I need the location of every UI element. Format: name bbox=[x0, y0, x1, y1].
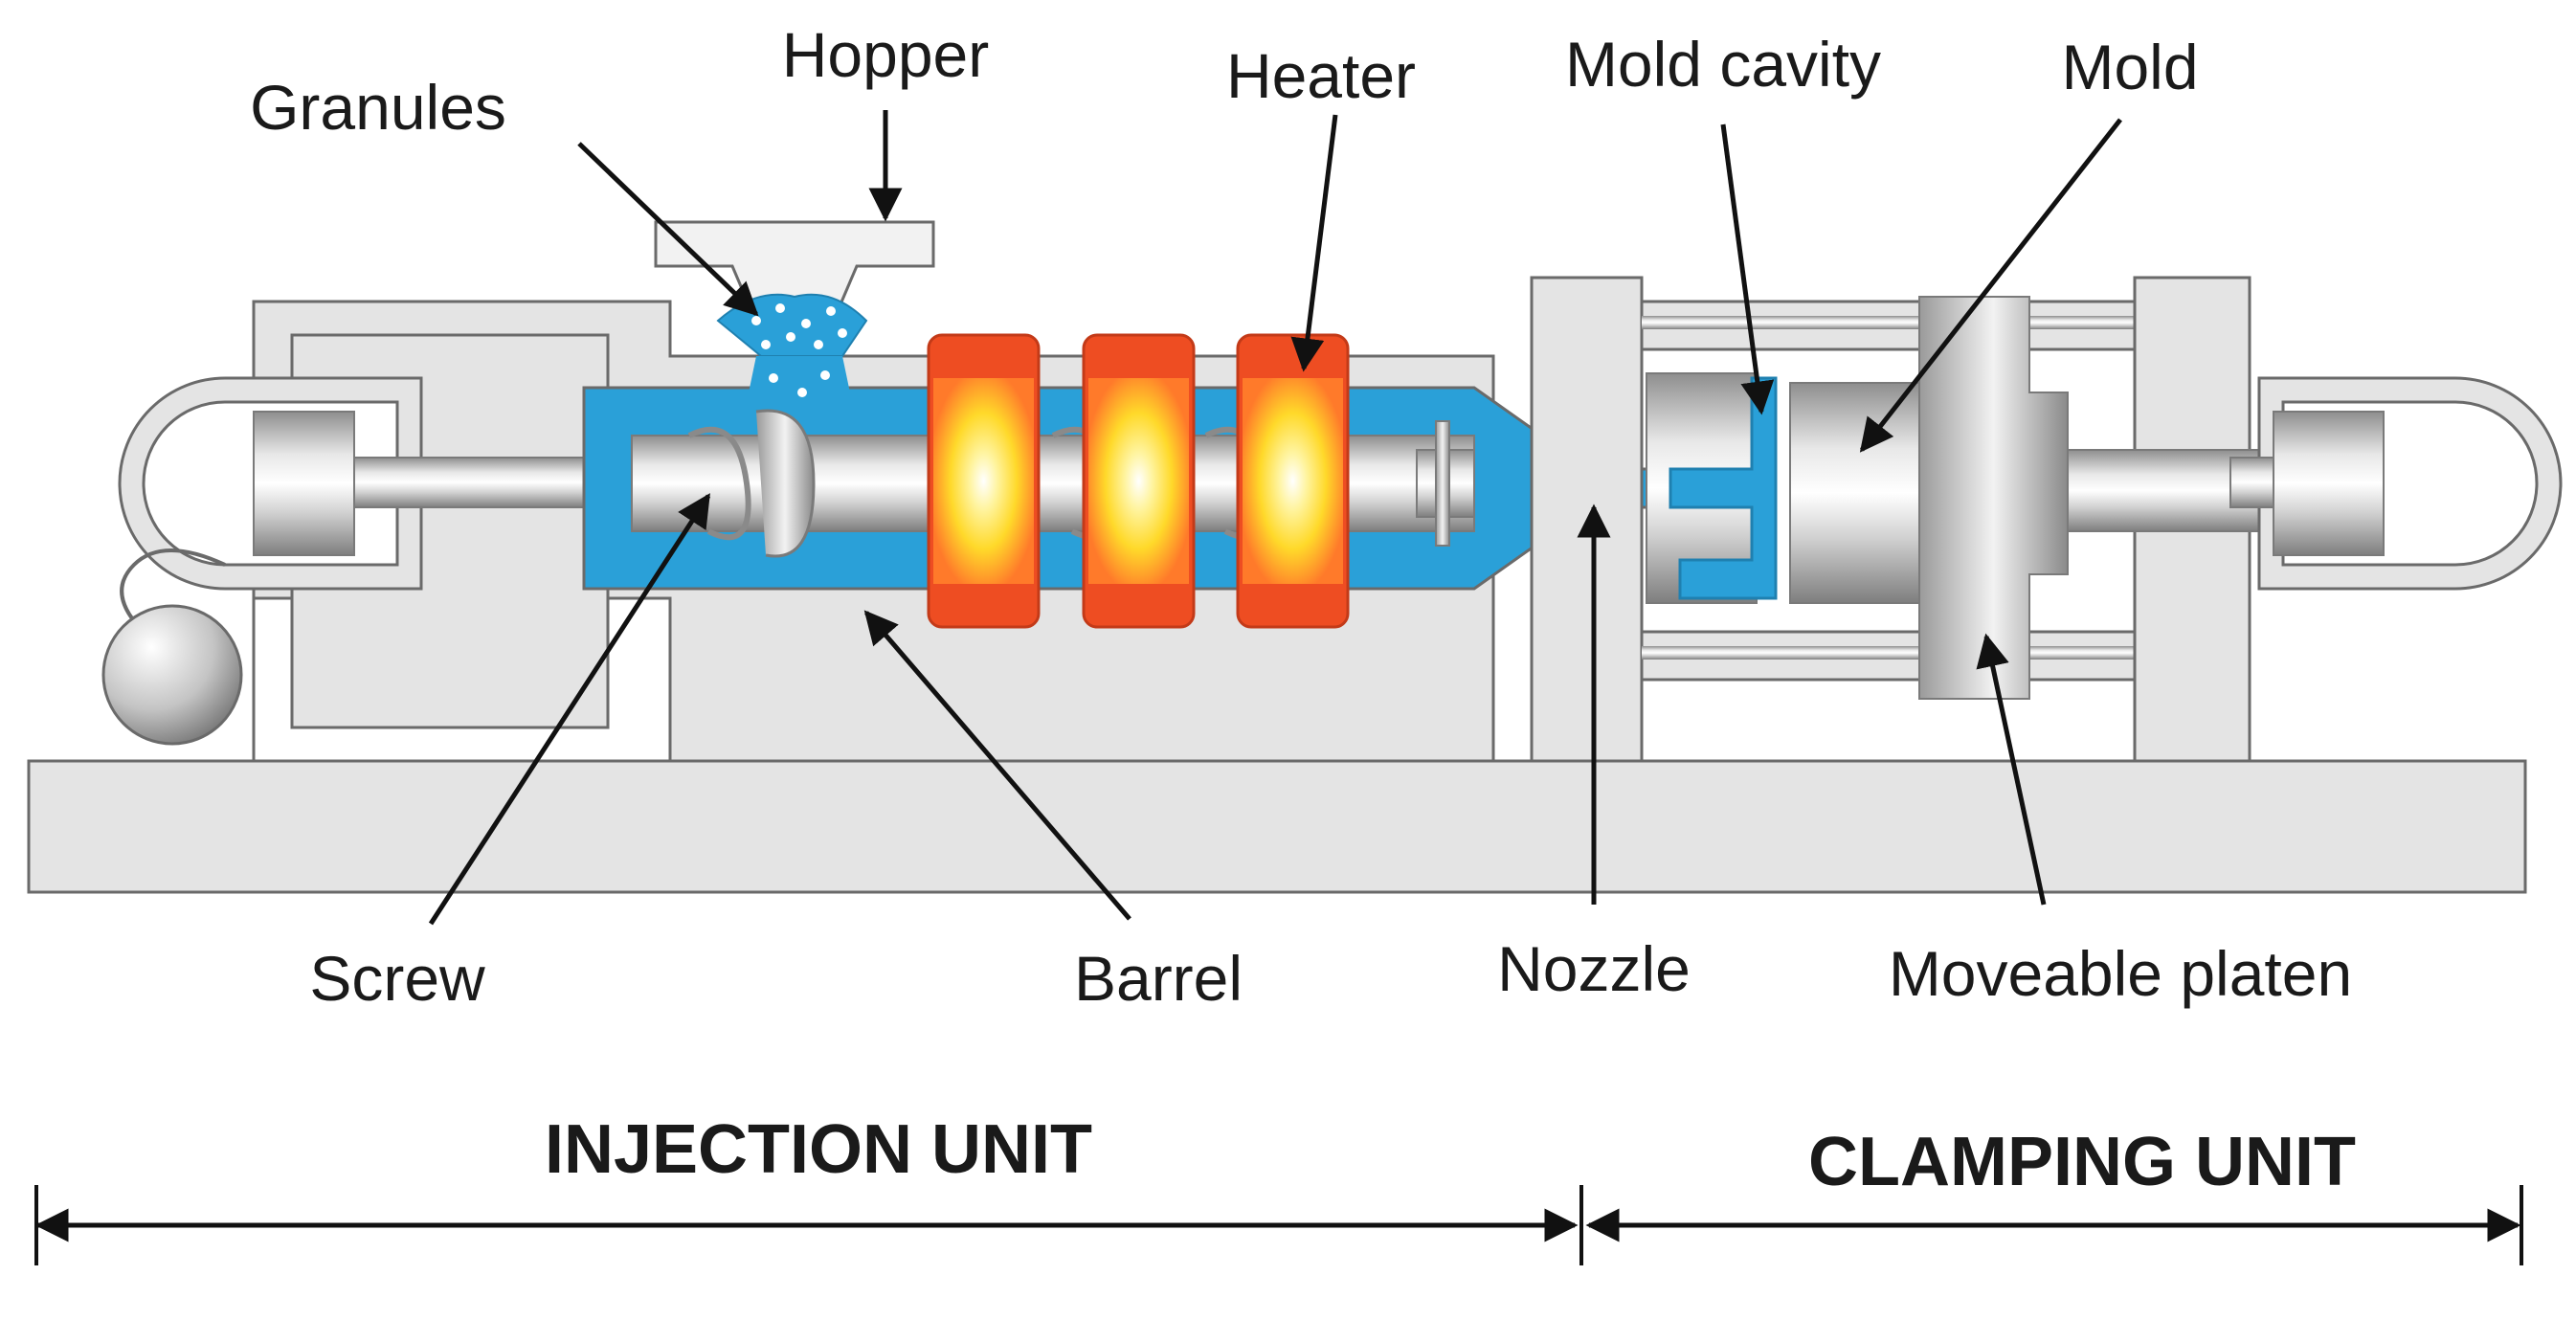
clamping-unit-span: CLAMPING UNIT bbox=[1579, 1124, 2523, 1265]
label-heater: Heater bbox=[1226, 40, 1416, 111]
label-nozzle: Nozzle bbox=[1497, 933, 1691, 1004]
motor bbox=[101, 548, 243, 746]
hopper bbox=[654, 220, 935, 358]
machine-base bbox=[27, 759, 2527, 894]
label-screw: Screw bbox=[309, 943, 485, 1014]
label-granules: Granules bbox=[250, 72, 506, 143]
moveable-platen bbox=[1789, 296, 2260, 700]
label-moveable-platen: Moveable platen bbox=[1889, 938, 2352, 1009]
heater-bands bbox=[927, 333, 1350, 629]
label-injection-unit: INJECTION UNIT bbox=[545, 1111, 1092, 1188]
injection-unit-span: INJECTION UNIT bbox=[34, 1111, 1579, 1265]
annotation-arrows bbox=[428, 110, 2122, 926]
hydraulic-cylinder-right bbox=[2229, 376, 2563, 591]
label-hopper: Hopper bbox=[782, 19, 989, 90]
hydraulic-cylinder-left bbox=[118, 376, 642, 591]
label-mold: Mold bbox=[2061, 32, 2198, 102]
label-mold-cavity: Mold cavity bbox=[1565, 29, 1881, 100]
label-clamping-unit: CLAMPING UNIT bbox=[1808, 1124, 2356, 1200]
label-barrel: Barrel bbox=[1074, 943, 1243, 1014]
